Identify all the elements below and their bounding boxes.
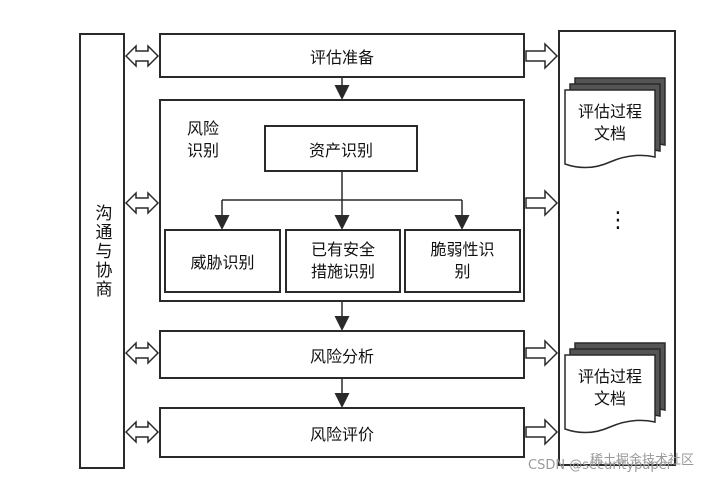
risk-identification-title: 风险 识别 — [187, 119, 220, 160]
asset-identification-box: 资产识别 — [264, 125, 418, 172]
communication-label: 沟通与协商 — [91, 203, 112, 299]
vulnerability-label-line1: 脆弱性识 — [430, 240, 495, 259]
document-stack-icon-1 — [564, 77, 666, 169]
arrow-identification-to-docs — [525, 189, 559, 217]
double-arrow-analysis — [124, 341, 160, 365]
asset-identification-label: 资产识别 — [308, 140, 373, 160]
arrow-analysis-to-docs — [525, 339, 559, 367]
double-arrow-identification — [124, 191, 160, 215]
document-stack-icon-2 — [564, 342, 666, 434]
document-2-label: 评估过程 文档 — [577, 367, 642, 408]
communication-panel: 沟通与协商 — [79, 33, 125, 469]
risk-analysis-label: 风险分析 — [309, 346, 374, 366]
double-arrow-evaluation — [124, 420, 160, 444]
vulnerability-identification-box: 脆弱性识 别 — [404, 229, 521, 293]
risk-evaluation-box: 风险评价 — [159, 407, 525, 458]
assessment-prep-label: 评估准备 — [309, 47, 374, 67]
document-1-label: 评估过程 文档 — [577, 102, 642, 143]
existing-measures-label-line2: 措施识别 — [310, 262, 375, 281]
existing-measures-label-line1: 已有安全 — [310, 240, 375, 259]
assessment-prep-box: 评估准备 — [159, 33, 525, 78]
ellipsis-icon: ⋮ — [607, 208, 629, 233]
existing-measures-box: 已有安全 措施识别 — [285, 229, 401, 293]
risk-analysis-box: 风险分析 — [159, 330, 525, 379]
threat-identification-label: 威胁识别 — [190, 253, 255, 272]
watermark: CSDN @securitypaper — [528, 458, 672, 473]
risk-evaluation-label: 风险评价 — [309, 424, 374, 444]
threat-identification-box: 威胁识别 — [164, 229, 281, 293]
arrow-prep-to-docs — [525, 42, 559, 70]
double-arrow-prep — [124, 44, 160, 68]
vulnerability-label-line2: 别 — [454, 262, 471, 281]
arrow-evaluation-to-docs — [525, 418, 559, 446]
watermark-secondary: 稀土掘金技术社区 — [590, 453, 695, 468]
